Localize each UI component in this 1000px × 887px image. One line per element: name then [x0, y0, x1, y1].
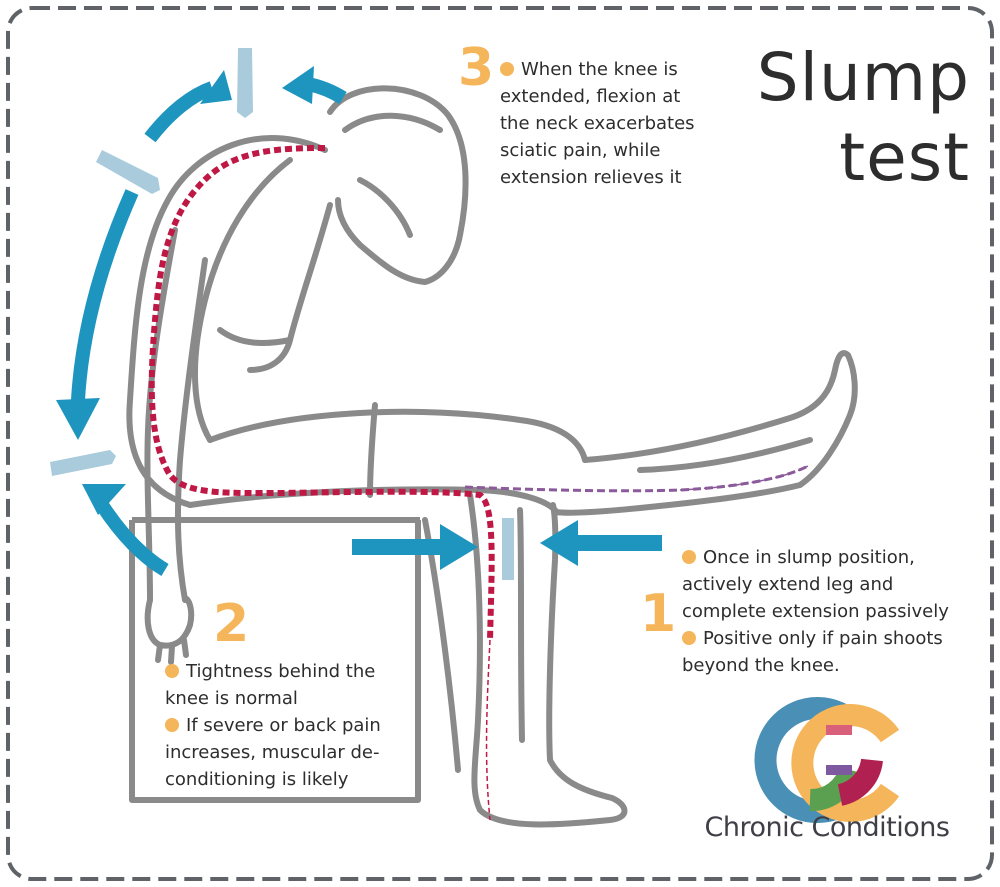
step-2-line-1: Tightness behind the knee is normal	[165, 661, 376, 709]
step-1-number: 1	[640, 584, 677, 644]
step-1-line-1: Once in slump position, actively extend …	[682, 547, 949, 622]
seated-figure	[126, 85, 858, 828]
step-1-note: Once in slump position, actively extend …	[682, 544, 967, 679]
bullet-dot-icon	[682, 631, 696, 645]
step-3-line-1: When the knee is extended, flexion at th…	[500, 59, 695, 188]
step-3-number: 3	[458, 38, 495, 98]
straight-arrow-icon	[352, 520, 662, 570]
nerve-path	[148, 145, 495, 641]
bullet-dot-icon	[500, 62, 514, 76]
title-line-1: Slump	[756, 39, 970, 116]
bullet-dot-icon	[165, 664, 179, 678]
title-line-2: test	[839, 119, 970, 196]
nerve-path-extended	[464, 464, 809, 493]
brand-name: Chronic Conditions	[704, 812, 950, 843]
step-2-number: 2	[213, 594, 250, 654]
range-markers	[50, 48, 514, 580]
step-3-note: When the knee is extended, flexion at th…	[500, 56, 715, 191]
step-2-note: Tightness behind the knee is normal If s…	[165, 658, 405, 793]
brand-logo-icon	[754, 697, 900, 823]
bullet-dot-icon	[682, 550, 696, 564]
step-2-line-2: If severe or back pain increases, muscul…	[165, 715, 381, 790]
step-1-line-2: Positive only if pain shoots beyond the …	[682, 628, 943, 676]
page-title: Slump test	[700, 38, 970, 198]
bullet-dot-icon	[165, 718, 179, 732]
